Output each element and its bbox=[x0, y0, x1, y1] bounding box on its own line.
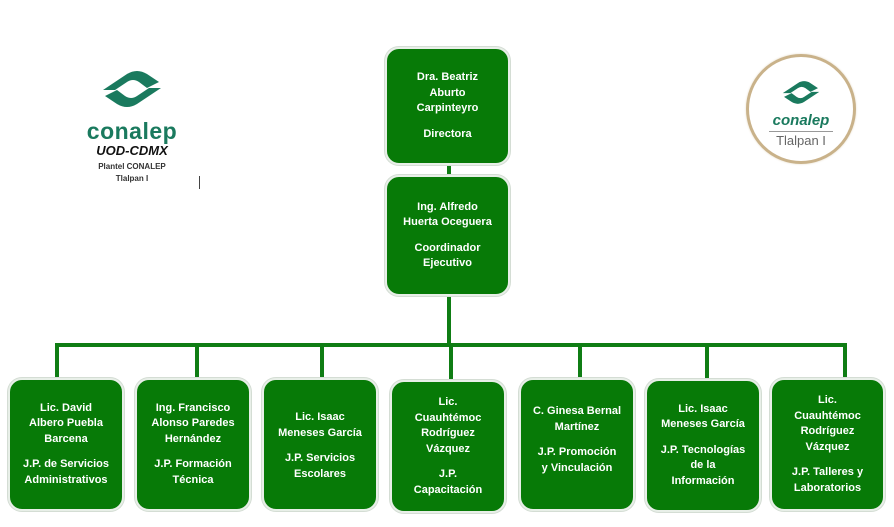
conalep-emblem-icon bbox=[103, 71, 161, 107]
node-text-line: Meneses García bbox=[278, 426, 362, 439]
connector-drop-3 bbox=[320, 343, 324, 381]
logo-divider bbox=[769, 131, 833, 132]
node-text-line: Lic. Isaac bbox=[295, 411, 345, 423]
node-text-line: Rodríguez bbox=[800, 425, 855, 437]
connector-drop-7 bbox=[843, 343, 847, 381]
node-name: Lic. Isaac Meneses García bbox=[278, 410, 362, 441]
node-name: C. Ginesa Bernal Martínez bbox=[533, 404, 621, 435]
org-node-tecnologias-informacion: Lic. Isaac Meneses García J.P. Tecnologí… bbox=[645, 379, 761, 512]
org-node-talleres-laboratorios: Lic. Cuauhtémoc Rodríguez Vázquez J.P. T… bbox=[770, 378, 885, 511]
node-text-line: Lic. David bbox=[40, 401, 92, 414]
logo-unit-text: UOD-CDMX bbox=[96, 143, 168, 158]
node-text-line: Cuauhtémoc bbox=[794, 409, 861, 422]
node-title: J.P. de Servicios Administrativos bbox=[23, 457, 109, 488]
node-text-line: Directora bbox=[423, 127, 472, 140]
node-name: Ing. Francisco Alonso Paredes Hernández bbox=[151, 401, 234, 448]
node-text-line: Carpinteyro bbox=[416, 102, 479, 114]
connector-drop-6 bbox=[705, 343, 709, 383]
node-text-line: Hernández bbox=[164, 432, 222, 445]
node-name: Lic. David Albero Puebla Barcena bbox=[29, 401, 103, 448]
logo-brand-text: conalep bbox=[86, 118, 178, 144]
node-text-line: Administrativos bbox=[24, 473, 108, 486]
logo-campus-text: Tlalpan I bbox=[115, 174, 149, 183]
node-title: Coordinador Ejecutivo bbox=[415, 241, 481, 272]
node-title: J.P. Formación Técnica bbox=[154, 457, 231, 488]
connector-director-coordinator bbox=[447, 164, 451, 178]
logo-plantel-text: Plantel CONALEP bbox=[98, 162, 166, 171]
node-text-line: Coordinador bbox=[414, 241, 481, 254]
text-cursor bbox=[199, 176, 200, 189]
node-name: Lic. Cuauhtémoc Rodríguez Vázquez bbox=[794, 393, 861, 455]
connector-drop-1 bbox=[55, 343, 59, 381]
node-text-line: Cuauhtémoc bbox=[414, 411, 482, 424]
node-text-line: Vázquez bbox=[425, 442, 470, 455]
org-node-promocion-vinculacion: C. Ginesa Bernal Martínez J.P. Promoción… bbox=[519, 378, 635, 511]
node-text-line: Vázquez bbox=[805, 440, 850, 453]
node-text-line: Huerta Oceguera bbox=[403, 216, 492, 228]
node-text-line: Ing. Francisco bbox=[155, 401, 231, 414]
node-title: J.P. Servicios Escolares bbox=[285, 451, 355, 482]
node-text-line: Dra. Beatriz bbox=[416, 71, 479, 83]
node-text-line: Albero Puebla bbox=[29, 417, 103, 430]
node-text-line: Ejecutivo bbox=[423, 257, 472, 269]
conalep-uod-cdmx-logo: conalep UOD-CDMX Plantel CONALEP Tlalpan… bbox=[72, 68, 192, 183]
node-text-line: J.P. Promoción bbox=[537, 446, 617, 458]
node-text-line: C. Ginesa Bernal bbox=[532, 405, 622, 417]
node-text-line: Lic. bbox=[818, 394, 837, 406]
org-node-formacion-tecnica: Ing. Francisco Alonso Paredes Hernández … bbox=[135, 378, 251, 511]
node-text-line: Lic. Isaac bbox=[678, 402, 728, 415]
node-name: Lic. Cuauhtémoc Rodríguez Vázquez bbox=[415, 395, 482, 457]
node-text-line: J.P. Formación bbox=[154, 458, 232, 471]
org-node-servicios-escolares: Lic. Isaac Meneses García J.P. Servicios… bbox=[262, 378, 378, 511]
logo-campus-text: Tlalpan I bbox=[776, 133, 826, 148]
node-name: Dra. Beatriz Aburto Carpinteyro bbox=[417, 70, 479, 117]
node-text-line: J.P. Servicios bbox=[284, 452, 356, 464]
connector-coordinator-down bbox=[447, 294, 451, 346]
connector-drop-2 bbox=[195, 343, 199, 381]
node-text-line: Técnica bbox=[172, 473, 214, 486]
connector-drop-4 bbox=[449, 343, 453, 383]
node-text-line: J.P. de Servicios bbox=[22, 458, 110, 471]
org-node-coordinator: Ing. Alfredo Huerta Oceguera Coordinador… bbox=[385, 175, 510, 296]
org-node-director: Dra. Beatriz Aburto Carpinteyro Director… bbox=[385, 47, 510, 165]
node-text-line: Escolares bbox=[294, 467, 346, 480]
node-name: Lic. Isaac Meneses García bbox=[661, 402, 745, 433]
logo-brand-text: conalep bbox=[772, 112, 830, 129]
node-title: J.P. Promoción y Vinculación bbox=[538, 445, 617, 476]
node-text-line: Barcena bbox=[44, 432, 88, 445]
node-text-line: J.P. bbox=[438, 468, 458, 480]
node-text-line: Rodríguez bbox=[421, 427, 475, 439]
connector-drop-5 bbox=[578, 343, 582, 381]
node-text-line: Alonso Paredes bbox=[151, 417, 235, 430]
node-text-line: Capacitación bbox=[413, 483, 483, 496]
node-title: J.P. Capacitación bbox=[414, 467, 482, 498]
node-text-line: Laboratorios bbox=[793, 481, 862, 494]
node-text-line: Meneses García bbox=[661, 418, 745, 431]
node-title: Directora bbox=[423, 127, 471, 143]
node-text-line: J.P. Tecnologías bbox=[660, 443, 746, 456]
node-name: Ing. Alfredo Huerta Oceguera bbox=[403, 200, 492, 231]
node-text-line: Información bbox=[671, 474, 735, 487]
node-text-line: de la bbox=[690, 459, 716, 472]
conalep-emblem-icon bbox=[782, 81, 820, 104]
node-text-line: Lic. bbox=[438, 396, 458, 408]
node-title: J.P. Tecnologías de la Información bbox=[661, 443, 746, 490]
node-text-line: Ing. Alfredo bbox=[417, 200, 478, 213]
node-text-line: J.P. Talleres y bbox=[791, 466, 864, 478]
node-text-line: Aburto bbox=[429, 86, 466, 99]
conalep-tlalpan-logo: conalep Tlalpan I bbox=[746, 54, 856, 164]
node-text-line: y Vinculación bbox=[541, 461, 613, 474]
node-text-line: Martínez bbox=[554, 420, 600, 433]
org-node-servicios-administrativos: Lic. David Albero Puebla Barcena J.P. de… bbox=[8, 378, 124, 511]
org-node-capacitacion: Lic. Cuauhtémoc Rodríguez Vázquez J.P. C… bbox=[390, 380, 506, 513]
node-title: J.P. Talleres y Laboratorios bbox=[792, 465, 863, 496]
